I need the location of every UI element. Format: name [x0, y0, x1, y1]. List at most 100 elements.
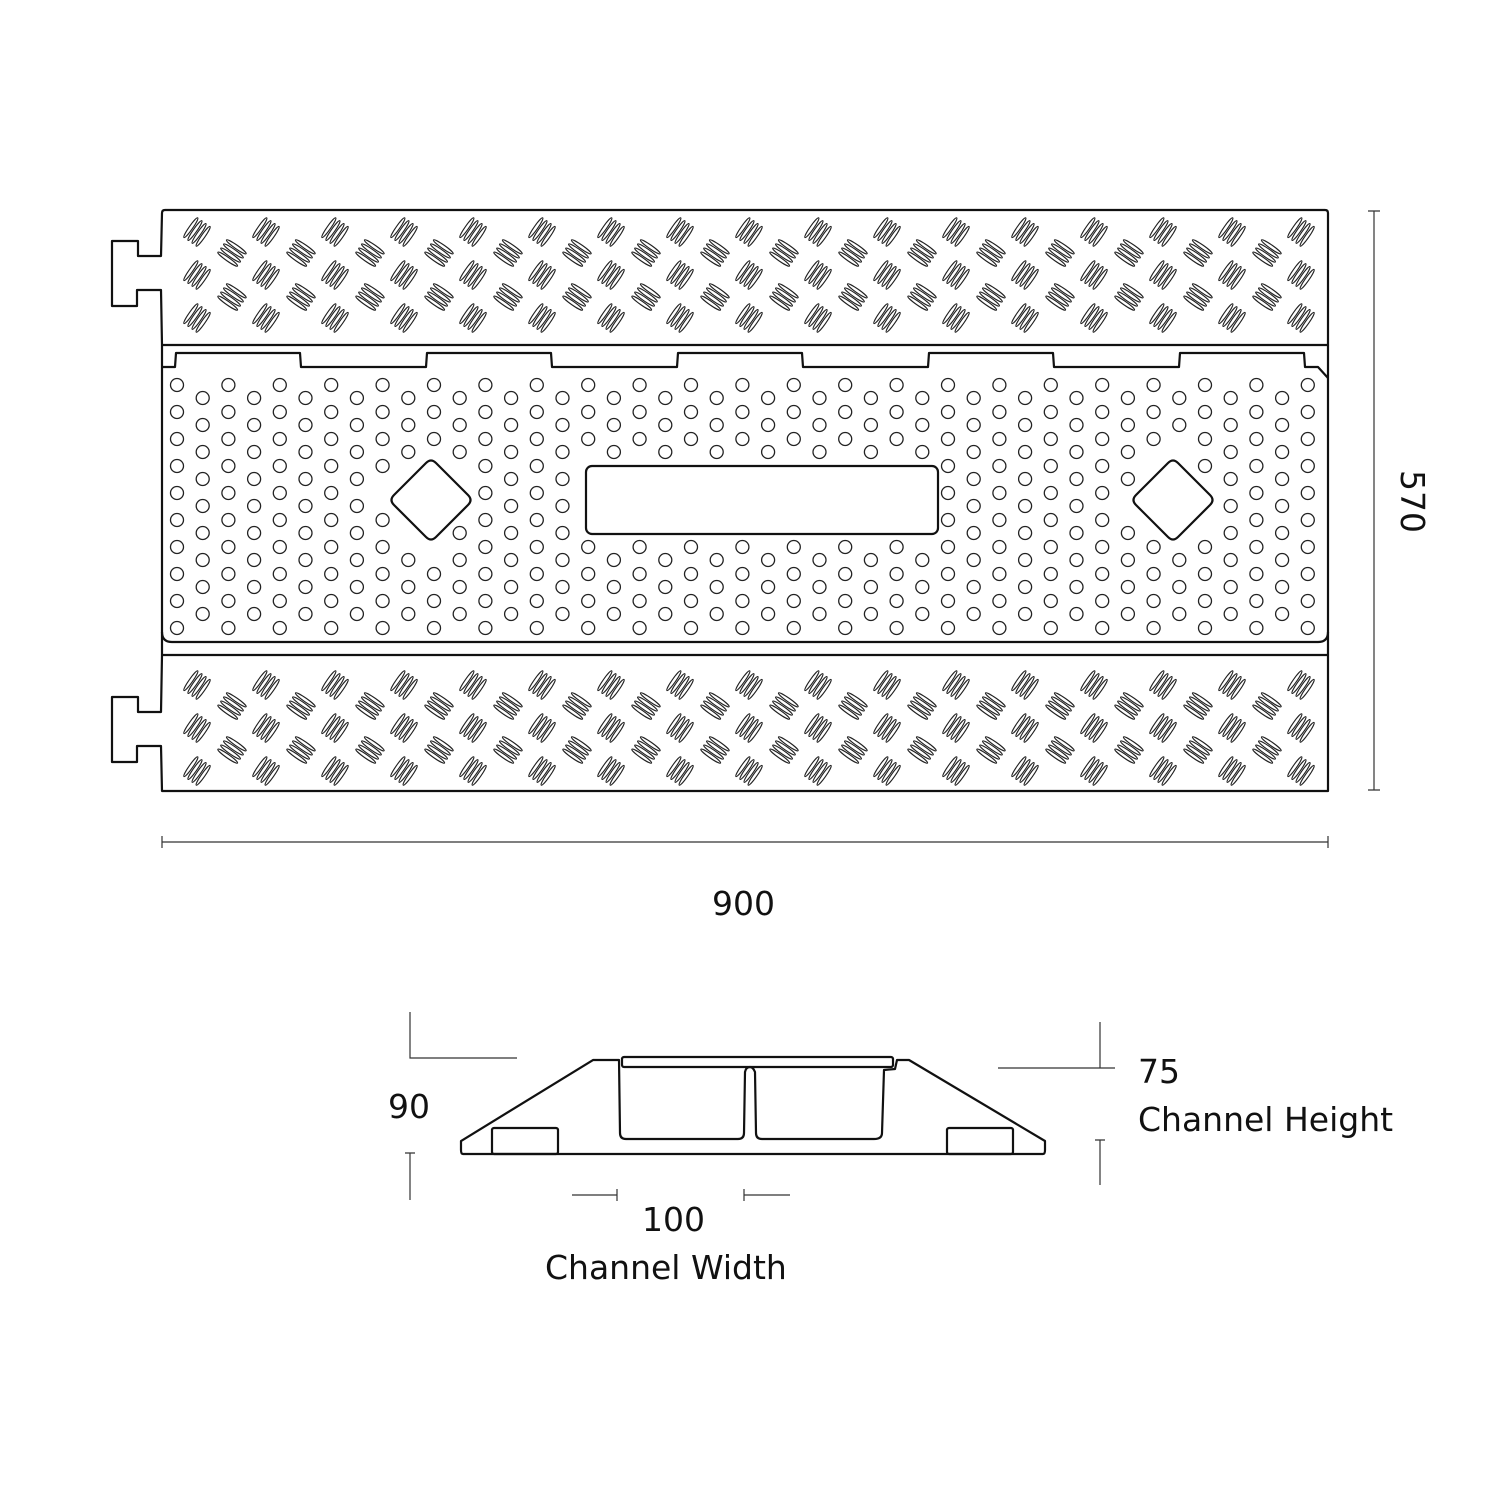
- tread-ridge: [605, 676, 621, 697]
- tread-ridge: [256, 759, 272, 780]
- tread-ridge: [1023, 225, 1039, 247]
- texture-dot: [709, 444, 724, 460]
- texture-dot: [246, 552, 262, 568]
- tread-ridge: [264, 268, 280, 290]
- texture-dot: [1095, 458, 1110, 474]
- tread-ridge: [394, 220, 410, 241]
- tread-ridge: [471, 678, 487, 700]
- tread-ridge: [390, 303, 406, 325]
- texture-dot: [555, 498, 570, 514]
- texture-dot: [349, 417, 365, 433]
- tread-ridge: [398, 719, 414, 740]
- tread-ridge: [946, 716, 962, 737]
- tread-ridge: [471, 721, 487, 743]
- tread-ridge: [631, 704, 653, 720]
- channel-height-dimension-lines: [998, 1022, 1115, 1185]
- texture-dot: [992, 620, 1007, 636]
- tread-group: [1149, 303, 1177, 333]
- tread-ridge: [467, 309, 483, 330]
- tread-ridge: [984, 239, 1006, 255]
- tread-ridge: [361, 740, 382, 756]
- tread-group: [390, 260, 418, 290]
- texture-dot: [503, 390, 519, 406]
- texture-dot: [503, 498, 519, 514]
- tread-ridge: [873, 303, 889, 325]
- tread-ridge: [1161, 225, 1177, 247]
- tread-ridge: [329, 223, 345, 244]
- width-dimension-label: 900: [712, 884, 775, 923]
- tread-ridge: [846, 736, 868, 752]
- tread-ridge: [1084, 306, 1100, 327]
- tread-ridge: [1092, 268, 1108, 290]
- texture-dot: [863, 552, 879, 568]
- texture-dot: [760, 606, 776, 622]
- tread-ridge: [528, 670, 544, 692]
- texture-dot: [478, 593, 493, 609]
- texture-dot: [786, 593, 801, 609]
- texture-dot: [1172, 417, 1187, 433]
- tread-ridge: [183, 756, 199, 778]
- tread-ridge: [1189, 696, 1210, 712]
- texture-dot: [1223, 417, 1238, 433]
- tread-group: [459, 217, 487, 247]
- tread-ridge: [877, 306, 893, 327]
- tread-group: [424, 692, 454, 720]
- tread-ridge: [954, 225, 970, 247]
- tread-ridge: [739, 673, 755, 694]
- tread-ridge: [1218, 756, 1234, 778]
- tread-ridge: [907, 251, 929, 267]
- tread-ridge: [223, 740, 244, 756]
- tread-ridge: [1015, 759, 1031, 780]
- tread-ridge: [942, 670, 958, 692]
- tread-ridge: [1053, 692, 1075, 708]
- tread-group: [838, 283, 868, 311]
- texture-dot: [195, 579, 210, 595]
- tread-ridge: [536, 266, 552, 287]
- tread-ridge: [841, 744, 862, 760]
- tread-ridge: [1051, 243, 1072, 259]
- tread-group: [1080, 756, 1108, 786]
- tread-ridge: [777, 239, 799, 255]
- texture-dot: [889, 404, 904, 420]
- tread-group: [597, 713, 625, 743]
- texture-dot: [658, 417, 673, 433]
- tread-group: [597, 756, 625, 786]
- tread-group: [1183, 239, 1213, 267]
- tread-ridge: [915, 736, 937, 752]
- texture-dot: [375, 593, 390, 609]
- tread-ridge: [1260, 692, 1282, 708]
- tread-ridge: [601, 306, 617, 327]
- tread-ridge: [1258, 696, 1279, 712]
- tread-ridge: [915, 283, 937, 299]
- texture-dot: [1197, 431, 1213, 447]
- tread-group: [390, 303, 418, 333]
- texture-dot: [529, 485, 544, 501]
- tread-ridge: [913, 243, 934, 259]
- left-diamond-cutout: [390, 459, 472, 541]
- tread-ridge: [976, 251, 998, 267]
- texture-dot: [324, 485, 339, 501]
- tread-ridge: [838, 748, 860, 764]
- tread-ridge: [402, 268, 418, 290]
- tread-ridge: [430, 287, 451, 303]
- tread-ridge: [361, 696, 382, 712]
- tread-ridge: [1122, 736, 1144, 752]
- texture-dot: [349, 498, 365, 514]
- tread-group: [942, 756, 970, 786]
- tread-ridge: [570, 692, 592, 708]
- texture-dot: [478, 485, 493, 501]
- texture-dot: [1197, 404, 1213, 420]
- texture-dot: [1095, 404, 1110, 420]
- tread-ridge: [321, 303, 337, 325]
- tread-ridge: [1080, 217, 1096, 239]
- tread-group: [562, 736, 592, 764]
- tread-ridge: [430, 243, 451, 259]
- texture-dot: [298, 579, 313, 595]
- tread-ridge: [601, 716, 617, 737]
- tread-ridge: [1080, 303, 1096, 325]
- tread-ridge: [844, 243, 865, 259]
- tread-ridge: [838, 251, 860, 267]
- tread-ridge: [808, 716, 824, 737]
- texture-dot: [1120, 417, 1136, 433]
